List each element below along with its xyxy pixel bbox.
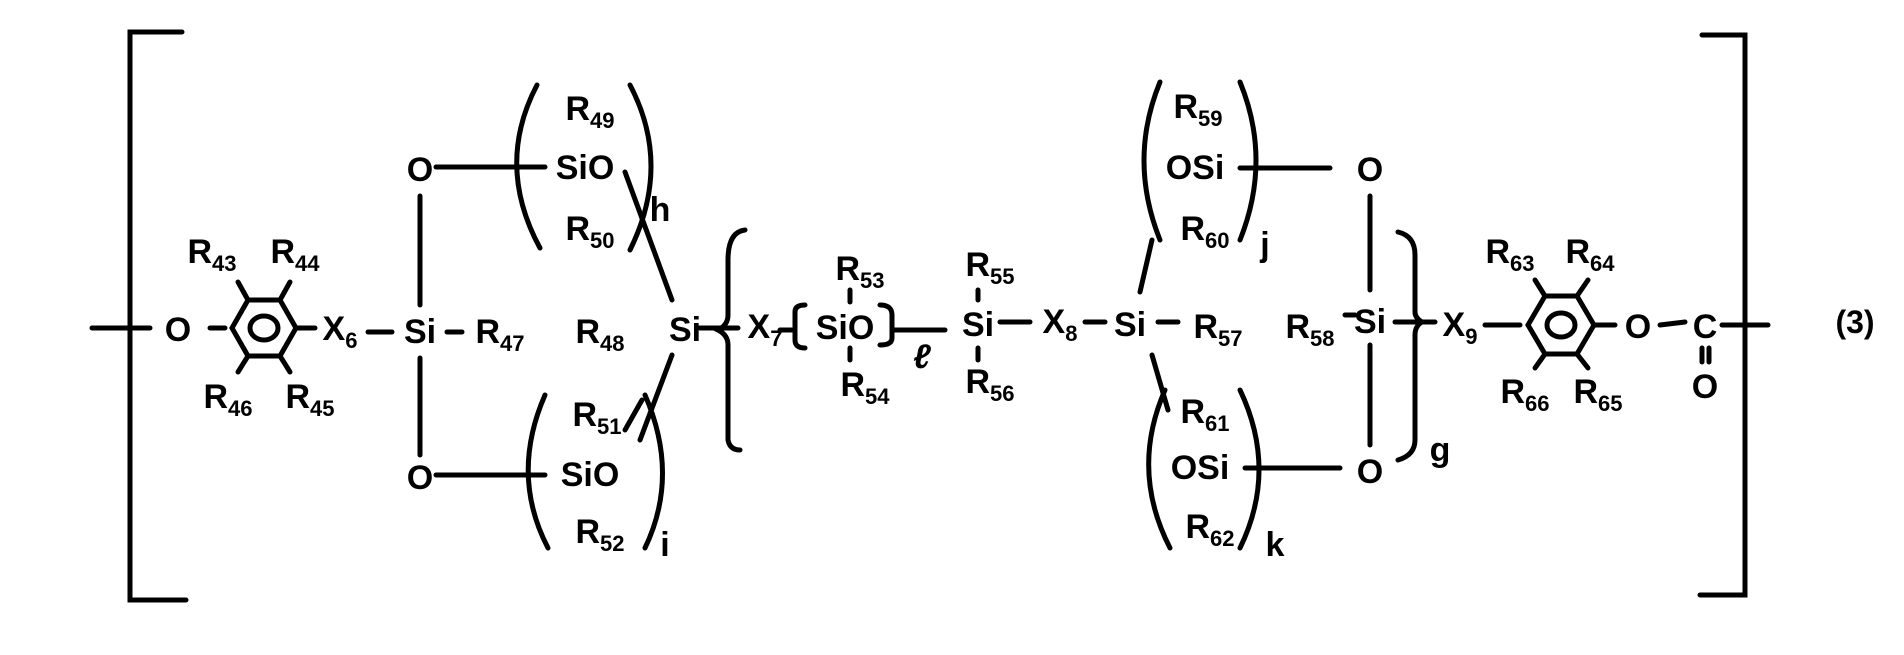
group-osi-j: OSi: [1165, 149, 1225, 187]
atom-o-bridge-k: O: [1356, 453, 1384, 491]
repeat-index-h: h: [649, 191, 671, 229]
right-benzene-ring: [1525, 277, 1597, 371]
atom-c-carbonyl: C: [1692, 308, 1718, 346]
substituent-r64: R64: [1565, 233, 1615, 276]
substituent-r43: R43: [187, 233, 237, 276]
substituent-r55: R55: [965, 246, 1015, 289]
substituent-r48: R48: [575, 313, 625, 356]
substituent-r57: R57: [1193, 308, 1243, 351]
linker-x9: X9: [1442, 306, 1478, 349]
atom-si-left: Si: [403, 313, 437, 351]
group-sio-l: SiO: [815, 309, 875, 347]
atom-o-ester: O: [1624, 308, 1652, 346]
left-curly-brace: [712, 227, 748, 453]
linker-x7: X7: [747, 308, 783, 351]
substituent-r59: R59: [1173, 88, 1223, 131]
atom-si-mid-left: Si: [668, 311, 702, 349]
substituent-r53: R53: [835, 250, 885, 293]
linker-x8: X8: [1042, 303, 1078, 346]
substituent-r56: R56: [965, 363, 1015, 406]
atom-o-carbonyl: O: [1691, 368, 1719, 406]
atom-o-bridge-j: O: [1356, 151, 1384, 189]
substituent-r65: R65: [1573, 373, 1623, 416]
repeat-index-i: i: [660, 526, 670, 564]
atom-o-left: O: [164, 311, 192, 349]
substituent-r63: R63: [1485, 233, 1535, 276]
right-curly-brace: [1395, 229, 1428, 463]
substituent-r51: R51: [572, 396, 622, 439]
repeat-index-j: j: [1260, 226, 1270, 264]
left-square-bracket: [127, 29, 189, 603]
atom-si-right: Si: [1353, 303, 1387, 341]
atom-si-mid-right: Si: [1113, 306, 1147, 344]
substituent-r50: R50: [565, 210, 615, 253]
equation-number: (3): [1835, 304, 1875, 340]
substituent-r49: R49: [565, 90, 615, 133]
substituent-r46: R46: [203, 378, 253, 421]
linker-x6: X6: [322, 310, 358, 353]
substituent-r45: R45: [285, 378, 335, 421]
substituent-r54: R54: [840, 366, 890, 409]
substituent-r60: R60: [1180, 210, 1230, 253]
substituent-r58: R58: [1285, 308, 1335, 351]
group-sio-h: SiO: [555, 149, 615, 187]
repeat-index-k: k: [1265, 526, 1285, 564]
atom-si-mid: Si: [961, 306, 995, 344]
substituent-r61: R61: [1180, 393, 1230, 436]
substituent-r66: R66: [1500, 373, 1550, 416]
atom-o-bridge-i: O: [406, 459, 434, 497]
group-sio-i: SiO: [560, 456, 620, 494]
group-osi-k: OSi: [1170, 449, 1230, 487]
repeat-index-l: ℓ: [913, 338, 931, 376]
substituent-r44: R44: [270, 233, 320, 276]
substituent-r52: R52: [575, 513, 625, 556]
right-square-bracket: [1697, 32, 1748, 598]
substituent-r62: R62: [1185, 508, 1235, 551]
left-benzene-ring: [229, 279, 299, 375]
substituent-r47: R47: [475, 313, 525, 356]
repeat-index-g: g: [1429, 431, 1451, 469]
atom-o-bridge-h: O: [406, 151, 434, 189]
